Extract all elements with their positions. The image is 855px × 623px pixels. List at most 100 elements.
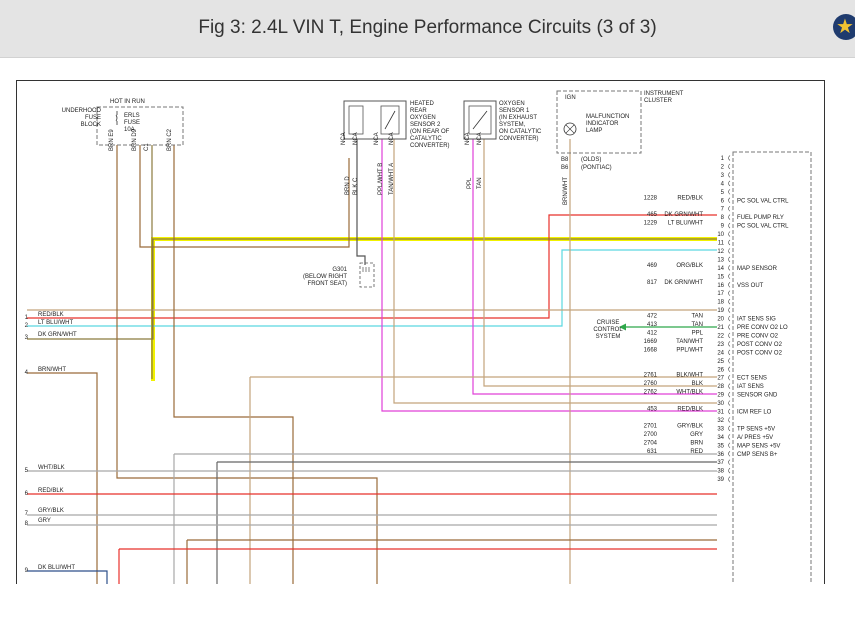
- pcm-pin-function: SENSOR GND: [737, 393, 778, 399]
- hot-in-run-label: HOT IN RUN: [110, 99, 145, 105]
- pcm-circuit-number: 1669: [644, 339, 658, 345]
- o2-sensor-1-label: (IN EXHAUST: [499, 115, 537, 121]
- pin-cavity-mark: [728, 383, 731, 389]
- pcm-circuit-number: 1229: [644, 221, 658, 227]
- pin-cavity-mark: [728, 273, 731, 280]
- left-connector-pin: 5: [25, 468, 29, 474]
- heated-sensor-label: REAR: [410, 108, 427, 114]
- pcm-pin-number: 12: [717, 249, 724, 255]
- pcm-pin-number: 28: [717, 384, 724, 390]
- wire-tan-pin21: [483, 139, 717, 387]
- heated-sensor-label: (ON REAR OF: [410, 129, 450, 135]
- pcm-wire-color: RED/BLK: [677, 195, 703, 201]
- page-title: Fig 3: 2.4L VIN T, Engine Performance Ci…: [198, 17, 657, 38]
- pin-cavity-mark: [728, 467, 731, 474]
- pcm-pin-number: 15: [717, 274, 724, 280]
- o2-sensor-1-arrow: [472, 110, 488, 130]
- pin-cavity-mark: [728, 374, 731, 381]
- pin-cavity-mark: [728, 155, 731, 161]
- pin-cavity-mark: [728, 180, 731, 187]
- pcm-circuit-number: 413: [647, 322, 658, 328]
- pcm-pin-function: PC SOL VAL CTRL: [737, 198, 789, 204]
- pin-cavity-mark: [728, 205, 731, 212]
- pin-cavity-mark: [728, 459, 731, 465]
- wire-fuse-feed-2: [139, 145, 350, 248]
- left-connector-pin: 8: [25, 521, 29, 527]
- pcm-circuit-number: 412: [647, 330, 658, 336]
- pcm-circuit-number: 2760: [644, 381, 658, 387]
- cluster-pin-model: (PONTIAC): [581, 165, 612, 171]
- pcm-wire-color: LT BLU/WHT: [668, 221, 703, 227]
- labels: 1234567891011121314151617181920212223242…: [25, 91, 789, 574]
- left-connector-wire-label: GRY: [38, 518, 51, 524]
- cluster-pin-label: B8: [561, 157, 569, 163]
- pcm-pin-number: 27: [717, 376, 724, 382]
- wire-brn-wht-pin4: [27, 372, 98, 584]
- wire-ppl-wht-pin24: [381, 139, 717, 412]
- connector-pin-label: NCA: [465, 132, 471, 145]
- pcm-pin-number: 33: [717, 426, 724, 432]
- pcm-pin-function: PC SOL VAL CTRL: [737, 224, 789, 230]
- pin-cavity-mark: [728, 349, 731, 356]
- pcm-pin-number: 29: [717, 393, 724, 399]
- pcm-wire-color: TAN: [691, 314, 703, 320]
- pin-cavity-mark: [728, 214, 731, 220]
- pcm-connector-box: [732, 151, 812, 584]
- pcm-pin-function: ECT SENS: [737, 376, 767, 382]
- left-connector-wire-label: LT BLU/WHT: [38, 320, 73, 326]
- cluster-pin-model: (OLDS): [581, 157, 601, 163]
- cluster-pin-label: B6: [561, 165, 569, 171]
- wire-tan-wht-pin23: [393, 139, 717, 404]
- pcm-wire-color: BLK/WHT: [676, 373, 703, 379]
- pin-cavity-mark: [728, 290, 731, 296]
- pcm-pin-number: 24: [717, 350, 724, 356]
- pcm-wire-color: TAN: [691, 322, 703, 328]
- ground-box: [359, 262, 375, 288]
- favorite-star-icon[interactable]: ★: [833, 14, 855, 40]
- pcm-pin-number: 3: [721, 173, 725, 179]
- pin-cavity-mark: [728, 189, 731, 195]
- connector-pin-label: NCA: [353, 132, 359, 145]
- pcm-pin-function: ICM REF LO: [737, 410, 772, 416]
- pin-cavity-mark: [728, 417, 731, 423]
- pcm-pin-function: PRE CONV O2 LO: [737, 325, 788, 331]
- pcm-pin-number: 32: [717, 418, 724, 424]
- wire-dk-grn-wht-pin8: [27, 238, 717, 340]
- pcm-wire-color: GRY/BLK: [677, 423, 703, 429]
- pcm-pin-number: 19: [717, 308, 724, 314]
- wire-fuse-feed-4: [173, 145, 294, 584]
- pcm-circuit-number: 469: [647, 263, 658, 269]
- heated-sensor-label: CONVERTER): [410, 143, 450, 149]
- pcm-pin-number: 4: [721, 181, 725, 187]
- heated-sensor-label: SENSOR 2: [410, 122, 441, 128]
- pin-cavity-mark: [728, 248, 731, 254]
- left-connector-pin: 4: [25, 370, 29, 376]
- pcm-circuit-number: 2700: [644, 432, 658, 438]
- pin-cavity-mark: [728, 307, 731, 313]
- left-connector-pin: 1: [25, 315, 29, 321]
- o2-sensor-1-label: ON CATALYTIC: [499, 129, 542, 135]
- pcm-pin-number: 8: [721, 215, 725, 221]
- pcm-pin-number: 1: [721, 156, 725, 162]
- pin-cavity-mark: [728, 256, 731, 263]
- left-connector-pin: 2: [25, 323, 29, 329]
- pcm-circuit-number: 2761: [644, 373, 658, 379]
- o2-sensor-1-box: [463, 100, 497, 140]
- pin-cavity-mark: [728, 324, 731, 330]
- underhood-fuse-block-label: UNDERHOOD: [62, 108, 102, 114]
- o2-sensor-1-label: CONVERTER): [499, 136, 539, 142]
- left-connector-pin: 6: [25, 491, 29, 497]
- heated-sensor-label: HEATED: [410, 101, 435, 107]
- connector-pin-label: BRN E9: [109, 129, 115, 151]
- pin-cavity-mark: [728, 442, 731, 449]
- pcm-circuit-number: 1228: [644, 195, 658, 201]
- wire-ground-blk: [356, 139, 366, 265]
- underhood-fuse-block-label: FUSE: [85, 115, 101, 121]
- pcm-pin-number: 7: [721, 207, 725, 213]
- pin-cavity-mark: [728, 332, 731, 339]
- underhood-fuse-block-box: [96, 106, 184, 146]
- pcm-pin-number: 9: [721, 224, 725, 230]
- pin-cavity-mark: [728, 231, 731, 237]
- pcm-pin-number: 23: [717, 342, 724, 348]
